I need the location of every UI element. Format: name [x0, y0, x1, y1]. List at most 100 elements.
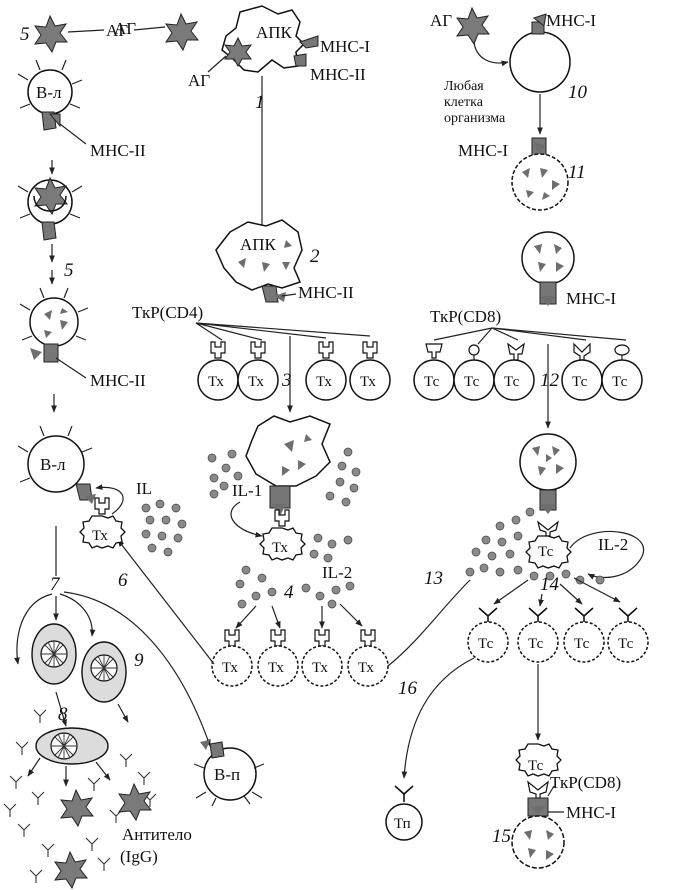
- antigen-in-apc: [223, 36, 253, 68]
- il-arrow-b: [95, 484, 124, 515]
- antigen-stars-neutralized: [54, 782, 153, 890]
- b-label-top: В-л: [36, 83, 62, 102]
- tc-label-5: Тс: [612, 374, 628, 390]
- target-cell-presenting: [521, 231, 575, 306]
- tc-killer-label: Тс: [528, 758, 544, 774]
- mhc1-molecule-top: [299, 35, 319, 49]
- arrow-step-16: [401, 657, 475, 779]
- ag-apc-line: [207, 55, 227, 73]
- th-clone-label-2: Тх: [268, 660, 284, 676]
- any-cell-text-3: организма: [444, 111, 506, 126]
- b-lymphocyte-top: [17, 59, 83, 131]
- th-proliferation-arrows: [235, 603, 363, 629]
- b-memory-label: В-п: [214, 765, 240, 784]
- mhc2-label-top: МНС-II: [310, 65, 366, 84]
- il2-dots-center: [235, 533, 355, 609]
- step-1: 1: [255, 92, 265, 113]
- il2-dots-right: [465, 507, 605, 585]
- arrow-plasma-2: [117, 703, 129, 723]
- step-9: 9: [134, 650, 144, 671]
- target-cell-recognized: [519, 433, 577, 514]
- step-8: 8: [58, 704, 68, 725]
- step-7: 7: [50, 574, 61, 595]
- antibody-label-1: Антитело: [122, 825, 192, 844]
- il2-label-right: IL-2: [598, 535, 628, 554]
- tc-clone-label-4: Тс: [618, 636, 634, 652]
- apc-label-mid: АПК: [240, 235, 277, 254]
- ag-enter-arrow: [473, 41, 509, 67]
- tcr-cd4-label: ТкР(CD4): [132, 303, 203, 322]
- antigen-star-left: [34, 14, 69, 54]
- tcr-cd8-lines: [433, 327, 627, 345]
- th-clone-label-1: Тх: [222, 660, 238, 676]
- th-label-1: Тх: [208, 374, 224, 390]
- tc-clone-label-3: Тс: [574, 636, 590, 652]
- ag-label-apc: АГ: [188, 71, 210, 90]
- tc-clone-label-2: Тс: [528, 636, 544, 652]
- th-clone-label-3: Тх: [312, 660, 328, 676]
- tm-label: Тп: [394, 816, 411, 832]
- step-12: 12: [540, 370, 560, 391]
- apc-label-top: АПК: [256, 23, 293, 42]
- plasma-cell-secreting: [35, 727, 109, 765]
- il1-arrow: [230, 501, 263, 538]
- arrow-plasma: [55, 691, 67, 727]
- mhc1-label-kill: МНС-I: [566, 803, 616, 822]
- step-14: 14: [540, 574, 560, 595]
- arrow-step-6: [117, 539, 215, 665]
- antibody-label-2: (IgG): [120, 847, 158, 866]
- mhc2-label-b2: МНС-II: [90, 371, 146, 390]
- b-cell-processing: [19, 287, 89, 363]
- target-cell-lysis: [511, 797, 565, 869]
- secretion-arrows: [27, 757, 111, 787]
- step-4: 4: [284, 582, 294, 603]
- plasma-cell-2: [81, 641, 127, 703]
- infected-cell: [511, 137, 569, 211]
- th-helping-b: [79, 497, 126, 549]
- il-dots-b: [141, 499, 187, 557]
- tc-killer: [515, 743, 562, 799]
- step-15: 15: [492, 826, 511, 847]
- tc-label-2: Тс: [464, 374, 480, 390]
- branch-arrows-7: [14, 591, 211, 747]
- ag-left-line: [67, 29, 105, 33]
- tc-cells-row: [413, 342, 643, 401]
- mhc2-molecule-top: [293, 53, 307, 67]
- mhc2-label-b: МНС-II: [90, 141, 146, 160]
- mhc1-label-target: МНС-I: [566, 289, 616, 308]
- step-5a: 5: [20, 24, 30, 45]
- tcr-cd8-label-kill: ТкР(CD8): [550, 773, 621, 792]
- il1-label: IL-1: [232, 481, 262, 500]
- tc-activated: [525, 520, 572, 569]
- t-memory-cell: [385, 785, 423, 841]
- any-cell-text-2: клетка: [444, 95, 484, 110]
- th-clone-label-4: Тх: [358, 660, 374, 676]
- tc-label-activated: Тс: [538, 544, 554, 560]
- tcr-cd4-lines: [195, 322, 371, 341]
- mhc2-label-mid: МНС-II: [298, 283, 354, 302]
- plasma-cell-1: [31, 623, 77, 685]
- b-label-activated: В-л: [40, 455, 66, 474]
- th-label-3: Тх: [316, 374, 332, 390]
- th-activated: [259, 509, 306, 561]
- step-2: 2: [310, 246, 320, 267]
- tcr-cd8-label: ТкР(CD8): [430, 307, 501, 326]
- any-cell-text-1: Любая: [444, 79, 484, 94]
- il1-dots: [207, 447, 361, 507]
- mhc2-line-b2: [55, 357, 87, 379]
- mhc2-line-mid: [281, 293, 297, 297]
- th-cells-row: [197, 341, 391, 401]
- th-clones-row: [211, 629, 389, 687]
- mhc1-label-right: МНС-I: [546, 11, 596, 30]
- antigen-star-right: [456, 6, 491, 46]
- apc-activating-th: [245, 415, 331, 516]
- tc-clones-row: [467, 607, 649, 663]
- step-13: 13: [424, 568, 443, 589]
- mhc1-label-infected: МНС-I: [458, 141, 508, 160]
- mhc2-line-b: [59, 123, 87, 145]
- ag-label-right: АГ: [430, 11, 452, 30]
- tc-label-4: Тс: [572, 374, 588, 390]
- ag-link-line: [133, 26, 166, 31]
- line-step-13: [387, 579, 471, 667]
